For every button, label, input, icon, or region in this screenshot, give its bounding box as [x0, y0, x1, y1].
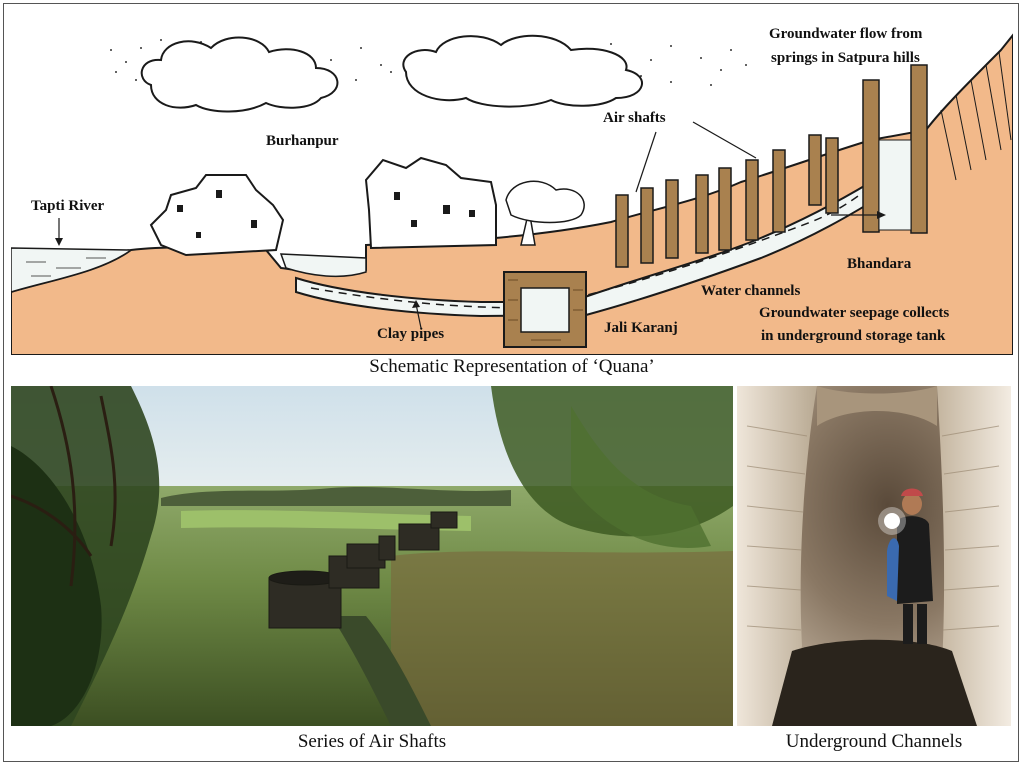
- air-shafts-caption: Series of Air Shafts: [297, 731, 447, 752]
- label-groundwater-flow-1: Groundwater flow from: [769, 26, 923, 42]
- label-burhanpur: Burhanpur: [266, 133, 339, 149]
- label-water-channels: Water channels: [701, 283, 800, 299]
- label-tapti-river: Tapti River: [31, 198, 105, 214]
- clay-pipes-pointer: [415, 303, 422, 329]
- quana-schematic-diagram: Groundwater flow from springs in Satpura…: [11, 10, 1013, 355]
- soil-ground: [11, 33, 1013, 355]
- river-ripples: [26, 257, 106, 277]
- water-flow-dashes: [310, 159, 897, 309]
- label-jali-karanj: Jali Karanj: [604, 320, 678, 336]
- cloud-right: [402, 34, 643, 108]
- tree: [505, 180, 585, 246]
- label-air-shafts: Air shafts: [603, 110, 666, 126]
- label-clay-pipes: Clay pipes: [377, 326, 444, 342]
- air-shafts-photo: [11, 386, 733, 726]
- diagram-caption: Schematic Representation of ‘Quana’: [369, 356, 655, 377]
- air-shafts-pointers: [635, 121, 757, 193]
- label-groundwater-flow-2: springs in Satpura hills: [771, 50, 920, 66]
- bhandara-structure: [862, 64, 928, 234]
- air-shafts: [615, 134, 839, 268]
- jali-karanj-tank: [503, 271, 587, 348]
- tapti-river: [11, 247, 134, 293]
- cloud-left: [140, 36, 339, 113]
- underground-channel-caption: Underground Channels: [785, 731, 963, 752]
- hill-hatching: [940, 51, 1012, 181]
- explorer-person: [878, 488, 933, 644]
- label-seepage-1: Groundwater seepage collects: [759, 305, 949, 321]
- label-bhandara: Bhandara: [847, 256, 912, 272]
- village-houses: [149, 174, 285, 257]
- village-windows: [177, 190, 257, 238]
- underground-channel-photo: [737, 386, 1011, 726]
- burhanpur-houses: [364, 156, 497, 250]
- burhanpur-windows: [394, 192, 475, 227]
- figure-frame: [3, 3, 1019, 762]
- label-seepage-2: in underground storage tank: [761, 328, 946, 344]
- photo-shaft-towers: [268, 511, 458, 629]
- pond: [279, 253, 367, 278]
